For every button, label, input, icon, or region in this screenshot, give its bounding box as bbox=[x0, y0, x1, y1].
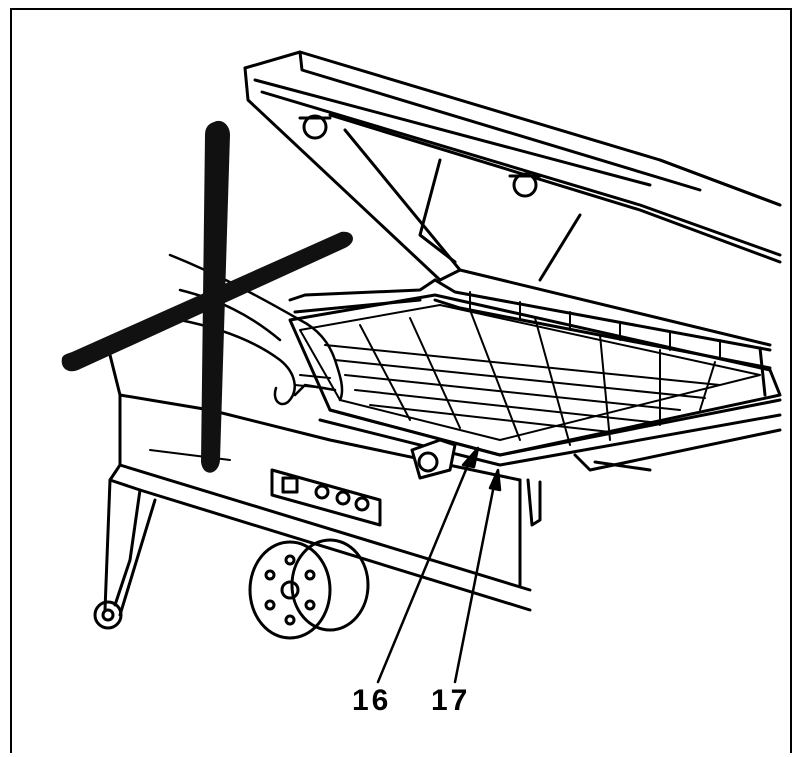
prohibition-x-mark bbox=[61, 120, 353, 473]
pulley-wheel bbox=[248, 538, 370, 640]
control-knob bbox=[335, 490, 351, 506]
seal-bar bbox=[433, 278, 772, 397]
leader-line-16 bbox=[376, 458, 472, 684]
callout-16: 16 bbox=[352, 684, 392, 717]
control-panel bbox=[270, 468, 382, 527]
control-knob bbox=[354, 496, 370, 512]
arrow-16 bbox=[461, 446, 480, 469]
caster-wheel bbox=[93, 600, 123, 630]
arrow-17 bbox=[488, 468, 502, 492]
callout-leaders bbox=[376, 446, 502, 684]
lid-hinge-bolt-right bbox=[512, 172, 538, 198]
control-knob bbox=[314, 484, 330, 500]
work-tray bbox=[288, 293, 782, 472]
machine-body bbox=[103, 278, 542, 617]
figure-frame bbox=[10, 8, 792, 753]
leader-line-17 bbox=[453, 478, 497, 684]
machine-lid bbox=[243, 50, 782, 347]
power-switch bbox=[281, 476, 299, 494]
callout-17: 17 bbox=[431, 684, 471, 717]
lid-hinge-bolt-left bbox=[302, 114, 328, 140]
latch bbox=[410, 438, 457, 480]
